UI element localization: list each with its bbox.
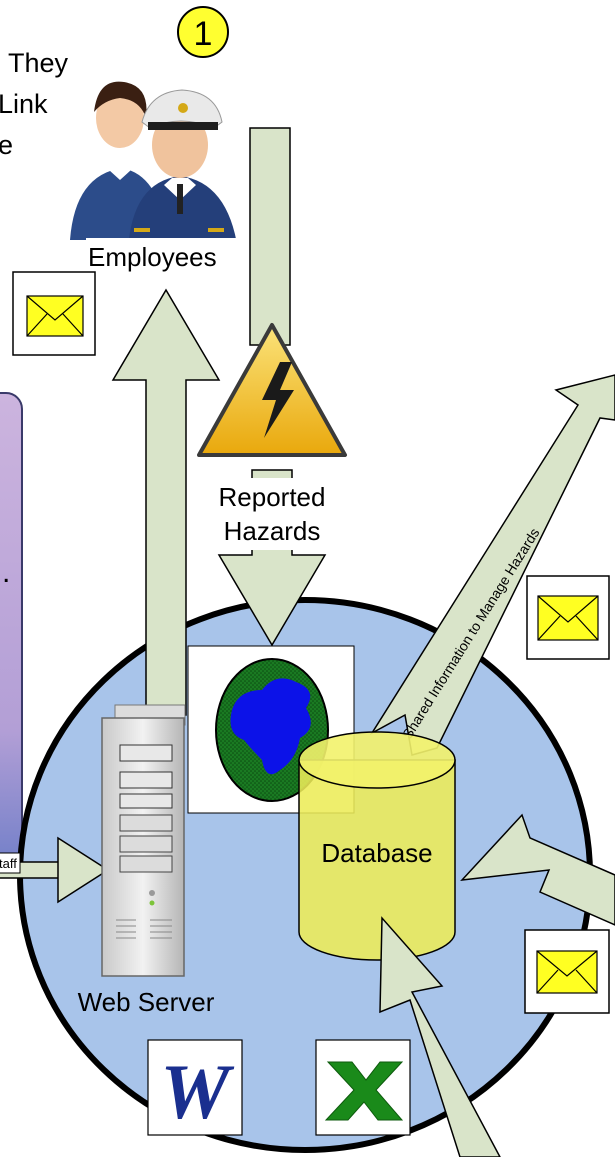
server-tower-icon bbox=[101, 704, 186, 977]
web-server-label: Web Server bbox=[78, 987, 215, 1017]
database-label: Database bbox=[321, 838, 432, 868]
intro-text-line-1: They bbox=[8, 48, 69, 78]
employees-label: Employees bbox=[88, 242, 217, 272]
envelope-icon-3 bbox=[524, 929, 610, 1014]
word-document-icon: W bbox=[147, 1039, 243, 1136]
employees-icon bbox=[70, 81, 238, 250]
left-panel-text: . bbox=[2, 556, 10, 589]
excel-document-icon bbox=[315, 1039, 411, 1136]
intro-text-line-2: Link bbox=[0, 89, 48, 119]
word-icon-letter: W bbox=[160, 1048, 234, 1135]
hazard-label-line-2: Hazards bbox=[224, 516, 321, 546]
employees-label-box bbox=[86, 238, 254, 274]
hazard-warning-icon bbox=[197, 323, 347, 457]
number-badge-icon: 1 bbox=[177, 6, 229, 58]
left-panel bbox=[0, 392, 23, 874]
hazard-label-line-1: Reported bbox=[219, 482, 326, 512]
arrow-employees-to-hazard bbox=[249, 127, 291, 346]
envelope-icon bbox=[12, 271, 96, 356]
hazard-label-box bbox=[208, 478, 338, 550]
database-cylinder-icon bbox=[298, 731, 456, 961]
envelope-icon-2 bbox=[526, 575, 610, 660]
arrow-server-to-employees bbox=[111, 288, 221, 716]
arrow-into-database-right bbox=[460, 813, 615, 926]
arrow-into-database-bottom bbox=[379, 916, 501, 1157]
staff-label-box bbox=[0, 852, 21, 874]
intro-text-line-3: e bbox=[0, 130, 13, 160]
arrow-shared-information bbox=[369, 374, 615, 756]
badge-number: 1 bbox=[194, 15, 213, 53]
staff-arrow-label: taff bbox=[0, 856, 17, 871]
